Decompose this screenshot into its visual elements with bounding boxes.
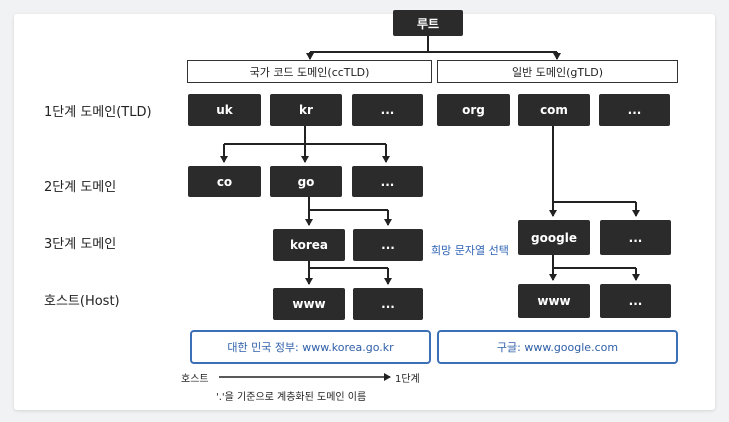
level-label-host: 호스트(Host) (44, 294, 120, 309)
node-google: google (518, 220, 590, 255)
node-go: go (270, 166, 342, 197)
caption-korea-gov: 대한 민국 정부: www.korea.go.kr (190, 330, 431, 364)
node-www-google: www (518, 284, 590, 318)
cctld-group-label: 국가 코드 도메인(ccTLD) (187, 60, 432, 83)
legend-to-label: 1단계 (395, 374, 420, 385)
root-node: 루트 (393, 10, 463, 36)
level-label-second: 2단계 도메인 (44, 180, 117, 195)
legend-note: '.'을 기준으로 계층화된 도메인 이름 (216, 392, 367, 403)
node-korea-more: ... (353, 288, 423, 320)
node-google-more: ... (600, 284, 671, 318)
node-www-korea: www (273, 288, 345, 320)
gtld-group-label: 일반 도메인(gTLD) (437, 60, 678, 83)
node-gtld-more: ... (599, 94, 670, 126)
node-go-more: ... (353, 229, 423, 261)
node-cctld-more: ... (352, 94, 423, 126)
level-label-third: 3단계 도메인 (44, 237, 117, 252)
node-com: com (518, 94, 590, 126)
node-co: co (188, 166, 261, 197)
legend-from-label: 호스트 (181, 374, 209, 385)
node-com-more: ... (600, 220, 671, 255)
desired-string-label: 희망 문자열 선택 (431, 244, 509, 257)
caption-google: 구글: www.google.com (437, 330, 678, 364)
node-uk: uk (188, 94, 261, 126)
node-kr: kr (270, 94, 342, 126)
node-org: org (437, 94, 510, 126)
node-korea: korea (273, 229, 345, 261)
level-label-tld: 1단계 도메인(TLD) (44, 105, 152, 120)
node-kr-more: ... (352, 166, 423, 197)
